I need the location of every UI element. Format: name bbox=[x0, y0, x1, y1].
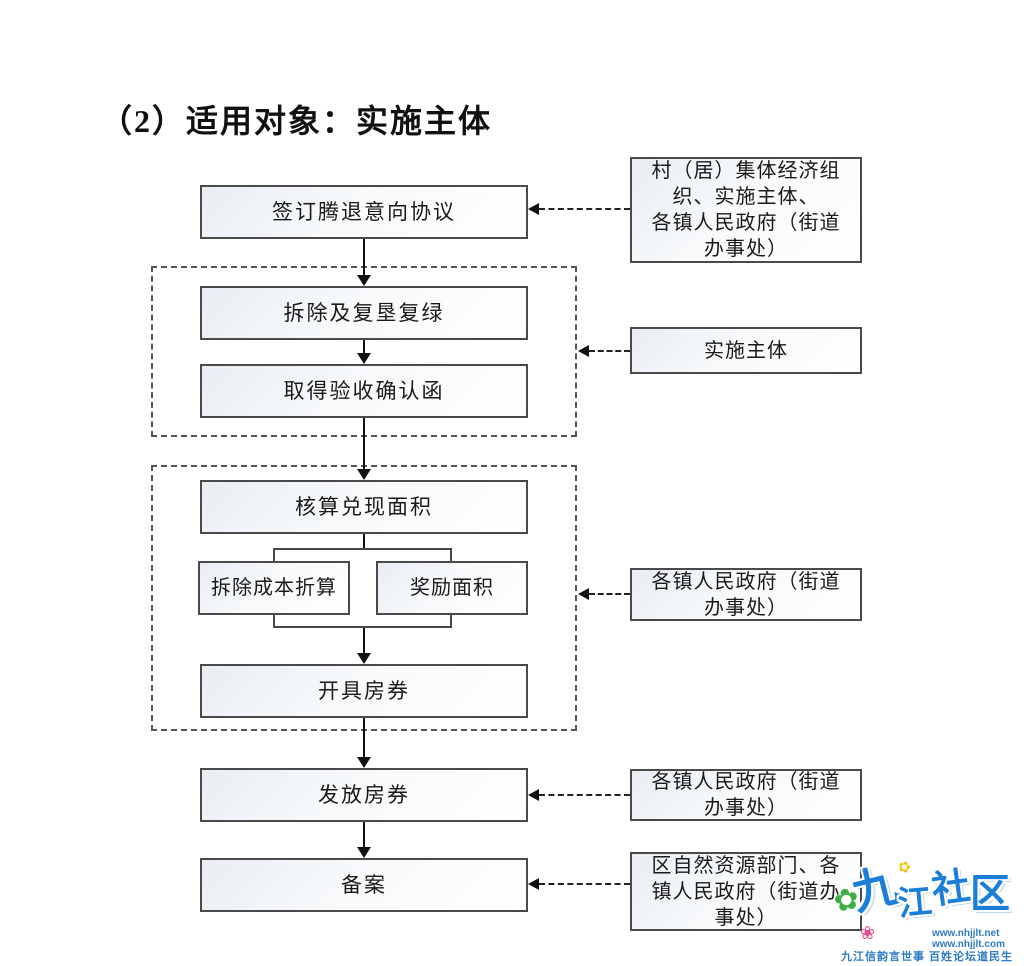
node-reward-area: 奖励面积 bbox=[376, 561, 528, 615]
arrow-down-icon bbox=[357, 469, 371, 480]
arrow-down-icon bbox=[357, 653, 371, 664]
node-filing: 备案 bbox=[200, 858, 528, 912]
arrow-down-icon bbox=[357, 275, 371, 286]
arrow-left-icon bbox=[528, 878, 539, 890]
node-label: 取得验收确认函 bbox=[283, 379, 445, 403]
node-label: 签订腾退意向协议 bbox=[272, 200, 456, 224]
annotation-dashed-line-3 bbox=[589, 593, 630, 595]
annotation-dashed-line-2 bbox=[589, 350, 630, 352]
annotation-dashed-line-4 bbox=[539, 794, 630, 796]
node-label: 备案 bbox=[341, 873, 387, 897]
flow-line-6 bbox=[363, 822, 365, 848]
arrow-down-icon bbox=[357, 847, 371, 858]
annotation-responsible-parties-5: 区自然资源部门、各 镇人民政府（街道办 事处） bbox=[630, 852, 862, 931]
annotation-dashed-line-5 bbox=[539, 883, 630, 885]
flow-line-2 bbox=[363, 340, 365, 354]
site-url-2: www.nhjjlt.com bbox=[932, 939, 1005, 950]
annotation-label: 实施主体 bbox=[704, 339, 788, 362]
node-label: 拆除及复垦复绿 bbox=[283, 301, 445, 325]
arrow-down-icon bbox=[357, 353, 371, 364]
annotation-dashed-line-1 bbox=[539, 208, 630, 210]
annotation-responsible-parties-2: 实施主体 bbox=[630, 327, 862, 374]
node-label: 核算兑现面积 bbox=[295, 495, 433, 519]
flow-line-4 bbox=[363, 628, 365, 654]
node-issue-housing-voucher: 开具房券 bbox=[200, 664, 528, 718]
annotation-label: 村（居）集体经济组 织、实施主体、 各镇人民政府（街道 办事处） bbox=[651, 160, 841, 260]
site-url-1: www.nhjjlt.net bbox=[932, 928, 1000, 939]
annotation-responsible-parties-1: 村（居）集体经济组 织、实施主体、 各镇人民政府（街道 办事处） bbox=[630, 157, 862, 263]
annotation-responsible-parties-4: 各镇人民政府（街道 办事处） bbox=[630, 769, 862, 821]
logo-char: 九 bbox=[846, 858, 904, 920]
node-label: 开具房券 bbox=[318, 679, 410, 703]
node-label: 拆除成本折算 bbox=[211, 577, 337, 599]
site-tagline: 九江信韵言世事 百姓论坛道民生 bbox=[841, 951, 1014, 963]
flow-line-3 bbox=[363, 418, 365, 470]
annotation-responsible-parties-3: 各镇人民政府（街道 办事处） bbox=[630, 568, 862, 621]
arrow-left-icon bbox=[528, 789, 539, 801]
node-acceptance-letter: 取得验收确认函 bbox=[200, 364, 528, 418]
arrow-down-icon bbox=[357, 757, 371, 768]
flow-line-1 bbox=[363, 239, 365, 277]
annotation-label: 各镇人民政府（街道 办事处） bbox=[651, 771, 841, 819]
node-sign-vacate-agreement: 签订腾退意向协议 bbox=[200, 185, 528, 239]
page-title: （2）适用对象：实施主体 bbox=[100, 103, 493, 139]
pink-flower-icon: ❀ bbox=[860, 923, 876, 943]
node-calculate-area: 核算兑现面积 bbox=[200, 480, 528, 534]
node-label: 发放房券 bbox=[318, 783, 410, 807]
node-label: 奖励面积 bbox=[410, 577, 494, 599]
node-demolition-cost-conversion: 拆除成本折算 bbox=[198, 561, 350, 615]
logo-char: 区 bbox=[970, 872, 1011, 916]
annotation-label: 区自然资源部门、各 镇人民政府（街道办 事处） bbox=[651, 854, 841, 929]
arrow-left-icon bbox=[528, 203, 539, 215]
arrow-left-icon bbox=[578, 588, 589, 600]
node-grant-housing-voucher: 发放房券 bbox=[200, 768, 528, 822]
flow-line-5 bbox=[363, 718, 365, 758]
arrow-left-icon bbox=[578, 345, 589, 357]
site-logo: 九 江 社 区 bbox=[846, 858, 1024, 924]
logo-char: 社 bbox=[929, 865, 973, 913]
flow-line-split-stem bbox=[363, 534, 365, 548]
annotation-label: 各镇人民政府（街道 办事处） bbox=[651, 570, 841, 619]
node-demolish-reclaim: 拆除及复垦复绿 bbox=[200, 286, 528, 340]
logo-char: 江 bbox=[896, 882, 934, 924]
